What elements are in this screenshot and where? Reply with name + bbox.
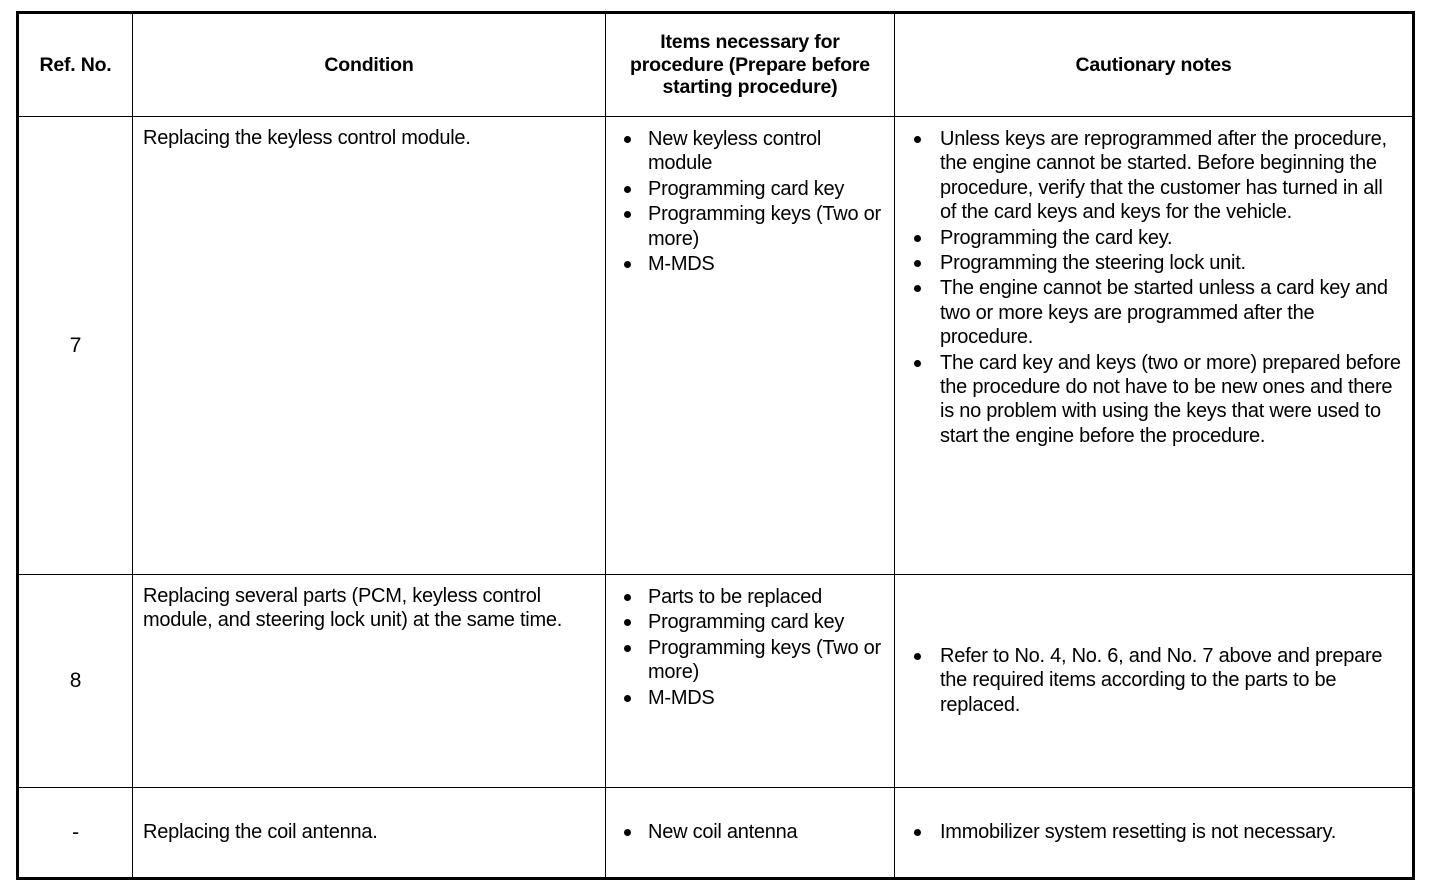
table-header: Ref. No. Condition Items necessary for p… bbox=[17, 12, 1414, 117]
list-item: Parts to be replaced bbox=[616, 585, 884, 609]
notes-list: Immobilizer system resetting is not nece… bbox=[905, 820, 1402, 844]
cell-ref-no: 8 bbox=[17, 574, 133, 788]
list-item: The card key and keys (two or more) prep… bbox=[905, 351, 1402, 449]
list-item: Programming the steering lock unit. bbox=[905, 251, 1402, 275]
table-row: - Replacing the coil antenna. New coil a… bbox=[17, 787, 1414, 879]
cell-items: Parts to be replaced Programming card ke… bbox=[605, 574, 895, 788]
items-list: New coil antenna bbox=[616, 820, 884, 844]
cell-cautionary-notes: Refer to No. 4, No. 6, and No. 7 above a… bbox=[894, 574, 1414, 788]
list-item: Programming card key bbox=[616, 610, 884, 634]
column-header-condition: Condition bbox=[132, 12, 606, 117]
cell-cautionary-notes: Immobilizer system resetting is not nece… bbox=[894, 787, 1414, 879]
notes-list: Refer to No. 4, No. 6, and No. 7 above a… bbox=[905, 644, 1402, 717]
table-row: 7 Replacing the keyless control module. … bbox=[17, 116, 1414, 575]
cell-items: New keyless control module Programming c… bbox=[605, 116, 895, 575]
table-row: 8 Replacing several parts (PCM, keyless … bbox=[17, 574, 1414, 788]
column-header-notes: Cautionary notes bbox=[894, 12, 1414, 117]
list-item: Refer to No. 4, No. 6, and No. 7 above a… bbox=[905, 644, 1402, 717]
cell-condition: Replacing the keyless control module. bbox=[132, 116, 606, 575]
list-item: Programming keys (Two or more) bbox=[616, 636, 884, 685]
list-item: Unless keys are reprogrammed after the p… bbox=[905, 127, 1402, 225]
cell-ref-no: - bbox=[17, 787, 133, 879]
condition-text: Replacing several parts (PCM, keyless co… bbox=[143, 585, 563, 632]
immobilizer-service-table: Ref. No. Condition Items necessary for p… bbox=[16, 11, 1415, 880]
list-item: The engine cannot be started unless a ca… bbox=[905, 276, 1402, 349]
list-item: New coil antenna bbox=[616, 820, 884, 844]
column-header-items: Items necessary for procedure (Prepare b… bbox=[605, 12, 895, 117]
list-item: M-MDS bbox=[616, 686, 884, 710]
list-item: Programming the card key. bbox=[905, 226, 1402, 250]
items-list: New keyless control module Programming c… bbox=[616, 127, 884, 276]
condition-text: Replacing the keyless control module. bbox=[143, 127, 471, 149]
list-item: M-MDS bbox=[616, 252, 884, 276]
notes-list: Unless keys are reprogrammed after the p… bbox=[905, 127, 1402, 448]
cell-items: New coil antenna bbox=[605, 787, 895, 879]
header-row: Ref. No. Condition Items necessary for p… bbox=[17, 12, 1414, 117]
list-item: Programming keys (Two or more) bbox=[616, 202, 884, 251]
list-item: Immobilizer system resetting is not nece… bbox=[905, 820, 1402, 844]
list-item: Programming card key bbox=[616, 177, 884, 201]
column-header-ref-no: Ref. No. bbox=[17, 12, 133, 117]
document-page: Ref. No. Condition Items necessary for p… bbox=[16, 11, 1415, 880]
list-item: New keyless control module bbox=[616, 127, 884, 176]
cell-condition: Replacing the coil antenna. bbox=[132, 787, 606, 879]
cell-cautionary-notes: Unless keys are reprogrammed after the p… bbox=[894, 116, 1414, 575]
items-list: Parts to be replaced Programming card ke… bbox=[616, 585, 884, 710]
condition-text: Replacing the coil antenna. bbox=[143, 820, 378, 843]
cell-condition: Replacing several parts (PCM, keyless co… bbox=[132, 574, 606, 788]
table-body: 7 Replacing the keyless control module. … bbox=[17, 116, 1414, 879]
cell-ref-no: 7 bbox=[17, 116, 133, 575]
